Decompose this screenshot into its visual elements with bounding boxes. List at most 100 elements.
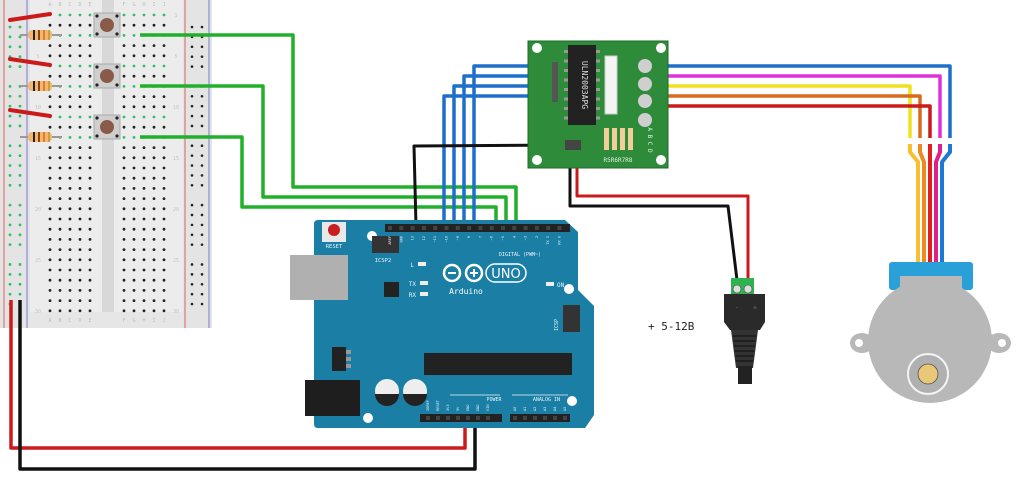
analog-pin[interactable] (513, 416, 517, 420)
breadboard-hole (88, 197, 92, 201)
row-number: 25 (173, 258, 179, 264)
rail-hole (8, 104, 12, 108)
breadboard-hole (68, 54, 72, 58)
breadboard-hole (162, 278, 166, 282)
breadboard-hole (142, 299, 146, 302)
breadboard-hole (152, 105, 156, 109)
breadboard-hole (162, 23, 166, 27)
breadboard-hole (88, 166, 92, 170)
breadboard-hole (142, 44, 146, 47)
digital-pin-label: ~3 (524, 236, 528, 240)
analog-pin-label: A5 (563, 407, 567, 411)
analog-pin[interactable] (523, 416, 527, 420)
breadboard-hole (68, 156, 72, 160)
digital-pin[interactable] (501, 226, 505, 230)
row-number: 30 (35, 309, 41, 315)
rail-hole (8, 243, 12, 247)
breadboard-hole (88, 136, 92, 139)
push-button-3[interactable] (93, 114, 121, 140)
power-pin[interactable] (436, 416, 440, 420)
analog-pin-label: A3 (543, 407, 547, 411)
rail-hole (190, 114, 194, 118)
column-letter: A (48, 318, 51, 324)
breadboard-hole (142, 289, 146, 292)
breadboard-hole (122, 44, 126, 47)
breadboard-hole (48, 248, 52, 252)
breadboard-hole (58, 125, 62, 129)
breadboard-hole (152, 309, 156, 313)
digital-pin[interactable] (546, 226, 551, 230)
power-pin-label: 5V (456, 406, 460, 411)
analog-pin[interactable] (563, 416, 567, 420)
breadboard-hole (132, 268, 136, 272)
breadboard-hole (122, 74, 126, 78)
breadboard-hole (78, 74, 82, 78)
breadboard-hole (78, 136, 82, 139)
digital-pin[interactable] (433, 226, 438, 230)
digital-pin[interactable] (388, 226, 392, 230)
breadboard-hole (78, 23, 82, 27)
breadboard-hole (122, 23, 126, 27)
breadboard-hole (152, 227, 156, 231)
digital-pin[interactable] (455, 226, 460, 230)
breadboard-hole (48, 227, 52, 231)
digital-pin[interactable] (399, 226, 404, 230)
terminal-plus-label: + (753, 304, 757, 312)
push-button-1[interactable] (93, 12, 121, 38)
rail-hole (8, 292, 12, 296)
rail-hole (190, 263, 194, 266)
breadboard-hole (88, 289, 92, 292)
breadboard-hole (162, 95, 166, 98)
rail-hole (190, 184, 194, 187)
power-pin[interactable] (446, 416, 450, 420)
analog-pin[interactable] (543, 416, 547, 420)
digital-pin[interactable] (478, 226, 483, 230)
digital-pin-label: 8 (467, 236, 471, 238)
motor-shaft (917, 363, 939, 385)
reset-button-cap[interactable] (328, 224, 340, 236)
wire-button3-to-pin7 (140, 135, 498, 225)
digital-pin[interactable] (523, 226, 528, 230)
wire-5v-to-rail (9, 300, 467, 450)
breadboard-hole (88, 248, 92, 252)
power-pin[interactable] (486, 416, 490, 420)
analog-pin[interactable] (533, 416, 537, 420)
power-pin[interactable] (426, 416, 430, 420)
digital-pin[interactable] (534, 226, 539, 230)
column-letter: H (142, 2, 145, 8)
push-button-2[interactable] (93, 63, 121, 89)
power-pin[interactable] (456, 416, 460, 420)
breadboard-hole (132, 248, 136, 252)
breadboard-hole (122, 197, 126, 201)
breadboard-hole (132, 13, 136, 17)
rail-hole (200, 233, 204, 237)
power-pin[interactable] (466, 416, 470, 420)
breadboard-hole (68, 95, 72, 98)
breadboard: AABBCCDDEEFFGGHHIIJJ11551010151520202525… (0, 0, 212, 328)
power-pin[interactable] (476, 416, 480, 420)
rail-hole (18, 233, 22, 237)
digital-pin[interactable] (489, 226, 494, 230)
power-pin-label: GND (466, 405, 470, 412)
uln2003-driver-board: ULN2003APG R5R6R7R8 A B C D (527, 40, 669, 169)
voltage-regulator (332, 347, 346, 371)
digital-pin[interactable] (444, 226, 449, 230)
power-jack[interactable] (305, 380, 360, 416)
breadboard-hole (48, 207, 52, 211)
breadboard-hole (78, 187, 82, 190)
digital-pin[interactable] (421, 226, 426, 230)
breadboard-hole (58, 13, 62, 17)
breadboard-hole (58, 227, 62, 231)
digital-pin[interactable] (410, 226, 415, 230)
digital-pin[interactable] (557, 226, 562, 230)
digital-pin[interactable] (467, 226, 472, 230)
digital-pin[interactable] (512, 226, 517, 230)
breadboard-hole (132, 115, 136, 119)
breadboard-hole (122, 54, 126, 58)
rail-hole (18, 35, 22, 39)
analog-pin[interactable] (553, 416, 557, 420)
wire-pin10-to-in2 (452, 84, 556, 225)
breadboard-hole (78, 197, 82, 201)
led-tx (420, 281, 428, 285)
usb-port[interactable] (290, 255, 348, 300)
